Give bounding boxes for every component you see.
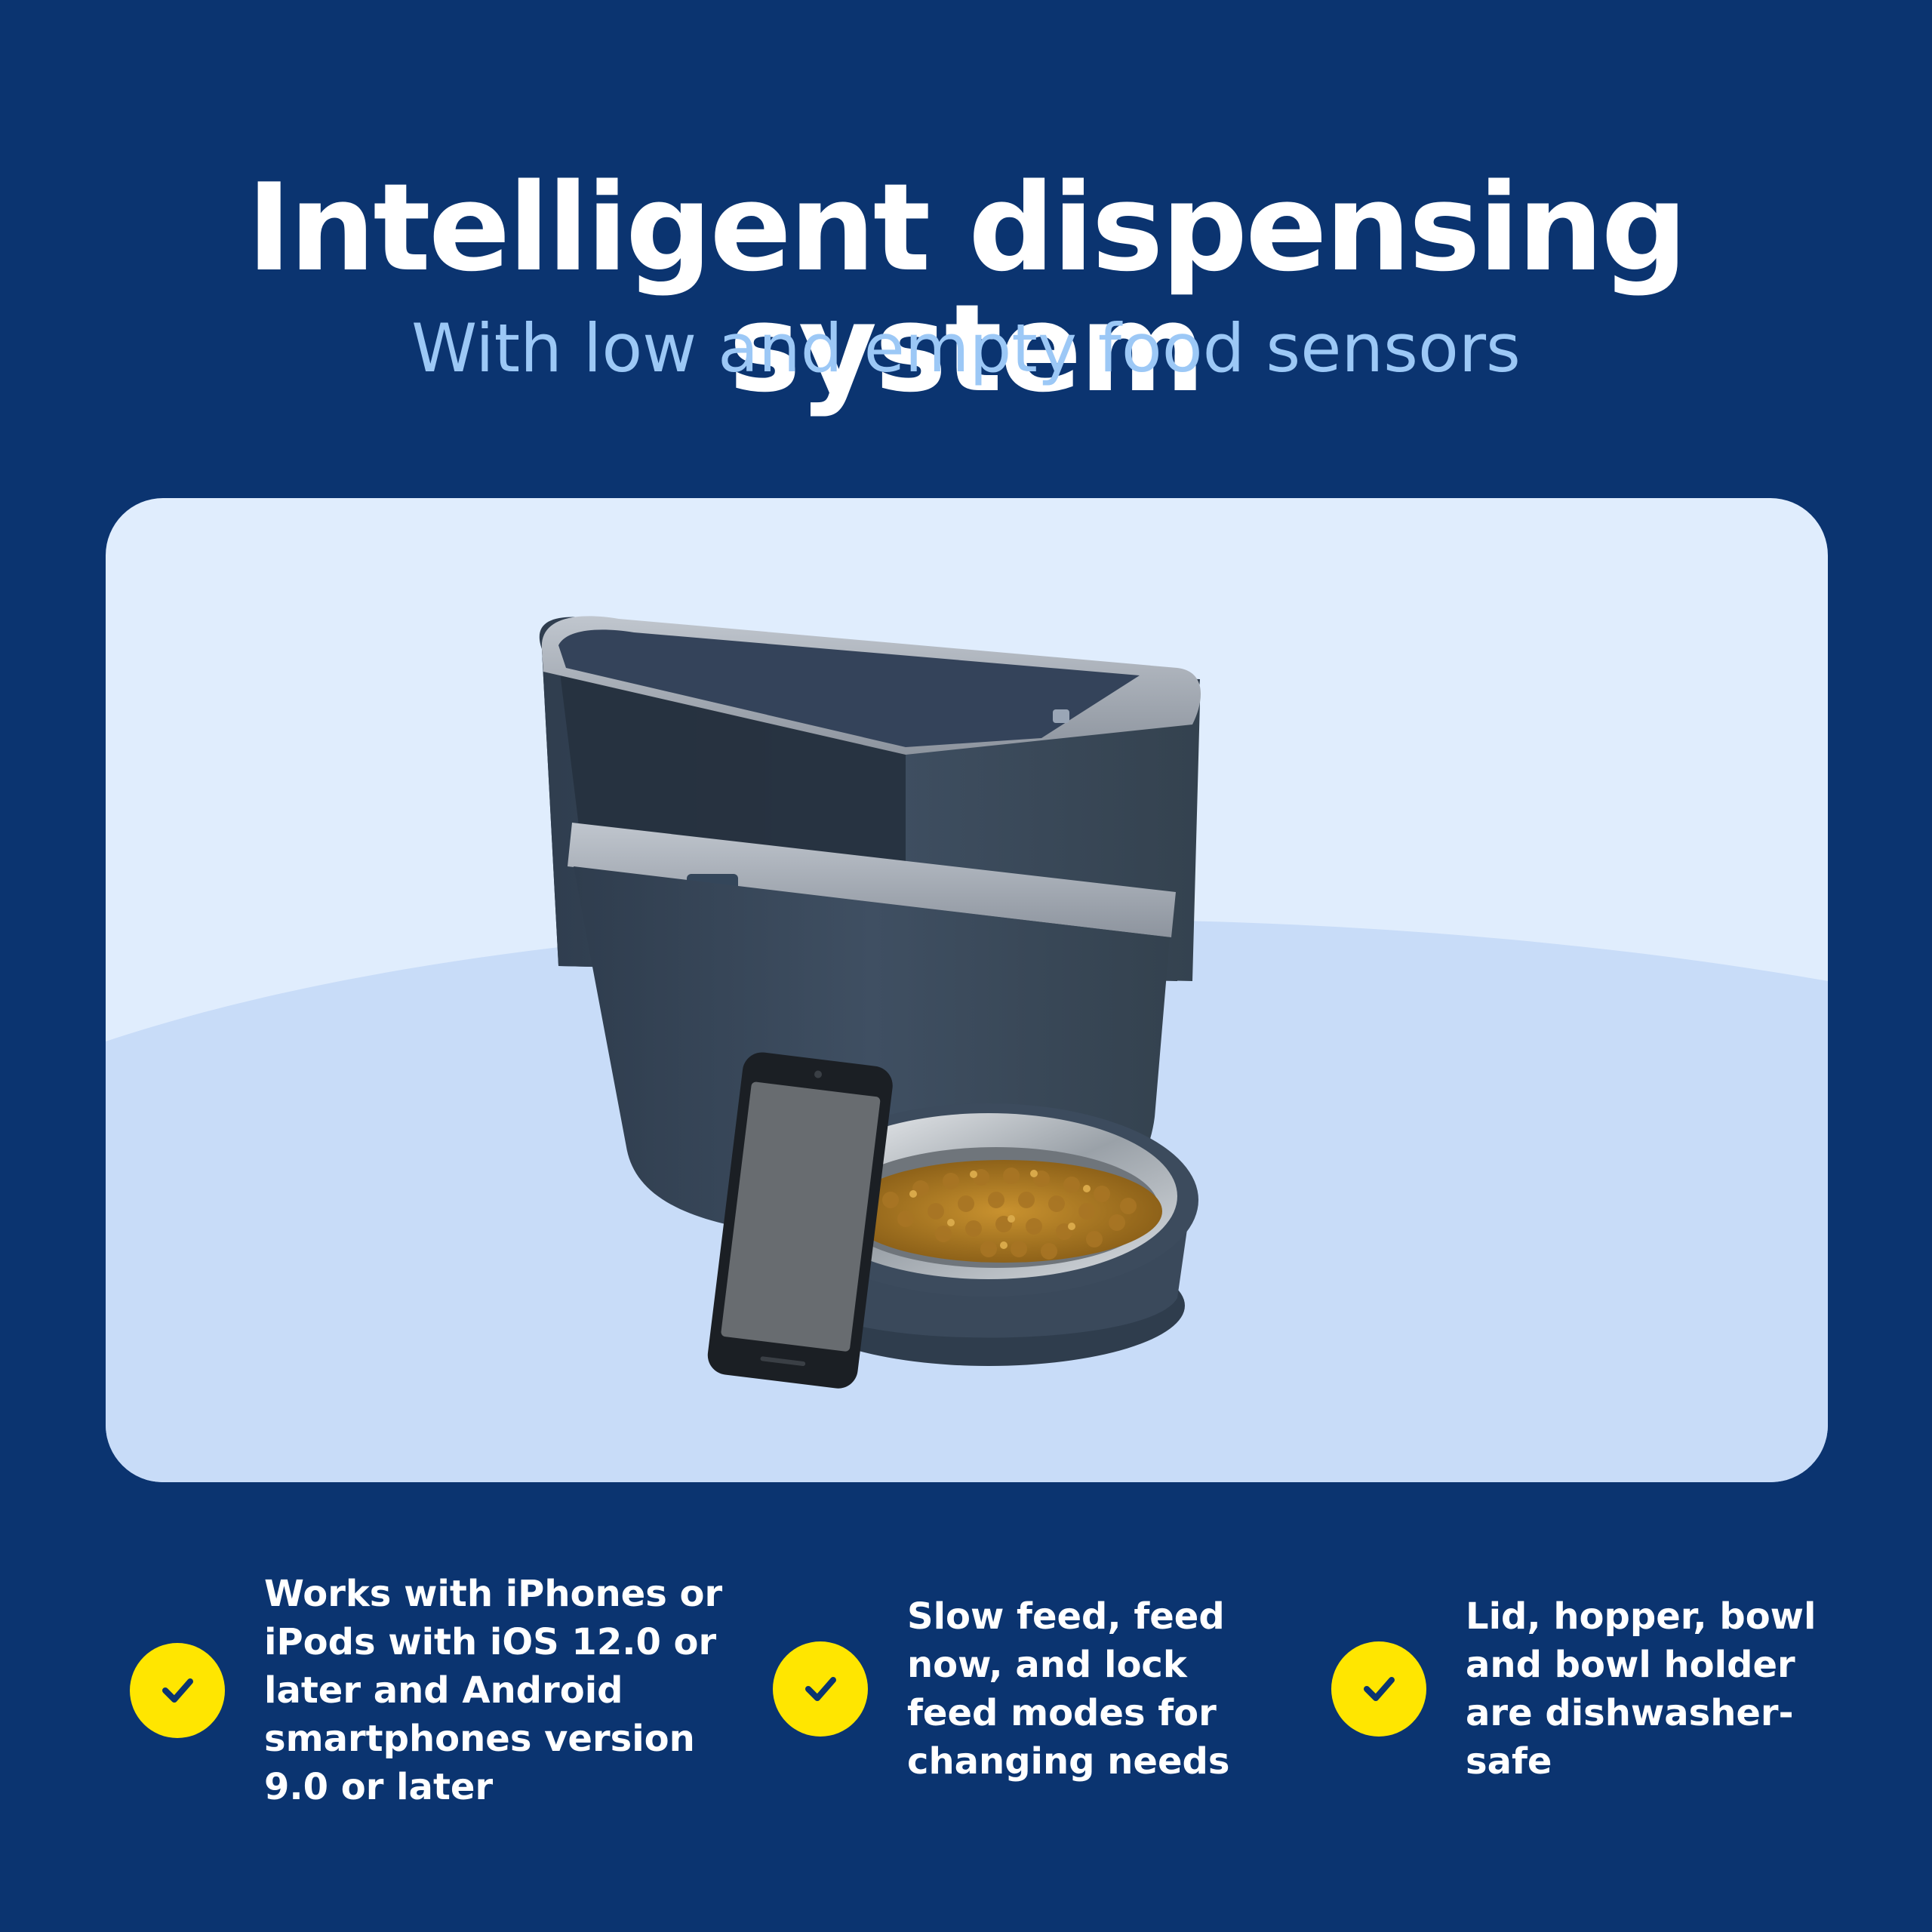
check-icon <box>130 1643 225 1738</box>
feature-text: Lid, hopper, bowl and bowl holder are di… <box>1466 1595 1817 1783</box>
check-icon <box>1331 1641 1426 1737</box>
feature-item: Lid, hopper, bowl and bowl holder are di… <box>1331 1592 1828 1786</box>
page-title: Intelligent dispensing system <box>246 157 1687 419</box>
food-bowl <box>779 1103 1198 1366</box>
product-image-panel: PetSafe <box>106 498 1828 1482</box>
feature-item: Slow feed, feed now, and lock feed modes… <box>773 1592 1269 1786</box>
feature-text: Slow feed, feed now, and lock feed modes… <box>907 1595 1230 1783</box>
smartphone <box>707 1052 893 1389</box>
feature-list: Works with iPhones or iPods with iOS 12.… <box>0 1570 1932 1857</box>
lid-button-icon <box>1053 709 1069 723</box>
feature-text: Works with iPhones or iPods with iOS 12.… <box>264 1573 723 1808</box>
product-illustration: PetSafe <box>106 616 1828 1482</box>
check-icon <box>773 1641 868 1737</box>
page-subtitle: With low and empty food sensors <box>411 309 1521 387</box>
feature-item: Works with iPhones or iPods with iOS 12.… <box>130 1570 747 1811</box>
trim-band <box>568 823 1176 937</box>
